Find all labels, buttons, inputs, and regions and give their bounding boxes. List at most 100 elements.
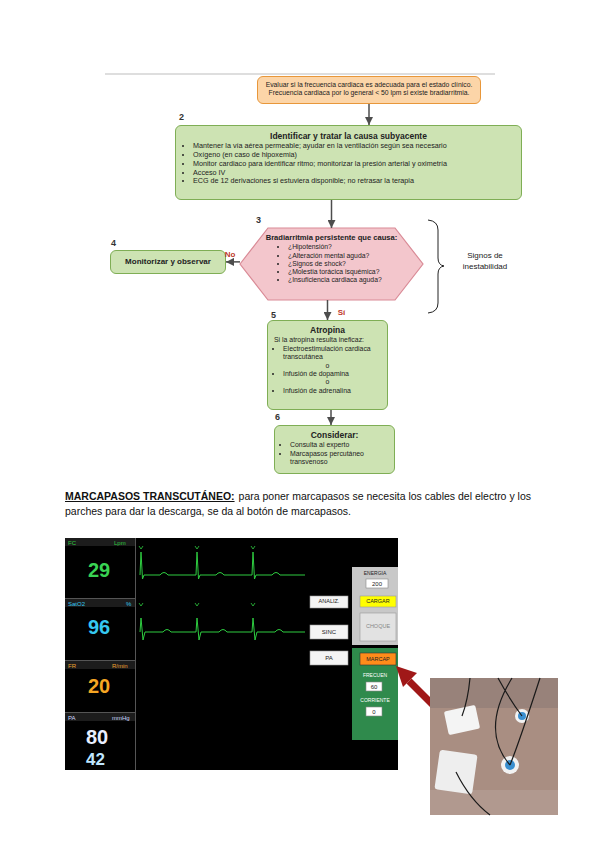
hexagon-shape [240,228,423,300]
flow-arrow [331,200,333,228]
box-heading: Atropina [274,325,381,335]
callout-number: 2 [179,113,184,122]
pacing-pad [444,705,480,735]
button-label: SINC [310,629,348,635]
box-content: Monitorizar y observar [111,251,225,273]
box-heading: Bradiarritmia persistente que causa: [264,233,399,242]
box-content: Evaluar si la frecuencia cardiaca es ade… [258,77,480,102]
bullet-item: Marcapasos percutáneo transvenoso [290,450,388,467]
section-heading: MARCAPASOS TRANSCUTÁNEO: [65,490,235,502]
vital-unit: % [126,601,131,607]
photo-shade [430,790,558,815]
monitor-button [310,596,348,608]
select-box [366,682,382,691]
process-box: AtropinaSi la atropina resulta ineficaz:… [267,320,388,410]
bullet-item: Oxígeno (en caso de hipoxemia) [193,151,513,160]
setting-value: 200 [366,581,388,587]
setting-label: FRECUEN [352,673,398,678]
pacer-button [360,653,396,665]
panel-header [65,713,135,721]
start-box: Evaluar si la frecuencia cardiaca es ade… [257,76,481,104]
connector-word: o [274,362,381,370]
edge-label: Sí [338,308,346,317]
callout-number: 4 [111,239,116,248]
ecg-trace [140,618,305,640]
shock-button [360,613,396,641]
button-label: ANALIZ. [310,599,348,605]
vital-label: SatO2 [68,601,85,607]
bracket [428,220,444,313]
monitor-screen [65,538,398,770]
panel-header [65,599,135,607]
box-text: Si la atropina resulta ineficaz: [274,336,381,344]
select-box [366,707,382,716]
box-content: Identificar y tratar la causa subyacente… [176,126,521,190]
vital-unit: R/min [112,663,128,669]
vital-label: FC [68,540,76,546]
setting-value: 60 [366,684,382,690]
connector-word: Evaluar si la frecuencia cardiaca es ade… [263,81,475,98]
bullet-item: Infusión de adrenalina [283,387,381,395]
process-box: Monitorizar y observar [110,250,226,274]
panel-divider [135,538,136,770]
bullet-item: Mantener la vía aérea permeable; ayudar … [193,142,513,151]
chest-photo [430,678,558,815]
vital-label: PA [68,715,76,721]
box-heading: Monitorizar y observar [115,257,221,267]
box-heading: Considerar: [281,430,388,440]
process-box: Identificar y tratar la causa subyacente… [175,125,522,200]
edge-label: No [225,249,236,258]
pacer-panel [352,648,398,740]
bullet-item: ¿Hipotensión? [288,243,399,251]
panel-header [65,538,135,546]
callout-number: 6 [275,413,280,422]
vital-unit: mmHg [112,715,130,721]
monitor-button [310,625,348,639]
callout-number: 5 [271,311,276,320]
monitor-button [310,651,348,665]
panel-divider [65,598,135,599]
button-label: CHOQUE [360,624,396,630]
vital-value: 42 [86,751,105,768]
bracket-note: Signos de inestabilidad [448,251,522,273]
bullet-item: Electroestimulación cardiaca transcutáne… [283,345,381,362]
bullet-item: ¿Alteración mental aguda? [288,252,399,260]
defib-panel [352,567,398,645]
decision-hexagon: Bradiarritmia persistente que causa:¿Hip… [240,228,423,300]
panel-divider [65,712,135,713]
lead-wire [456,678,540,815]
bullet-item: Acceso IV [193,169,513,178]
charge-button [360,596,396,607]
button-label: PA [310,655,348,661]
setting-value: 0 [366,709,382,715]
bullet-item: Infusión de dopamina [283,370,381,378]
setting-label: CORRIENTE [352,698,398,703]
button-label: CARGAR [360,599,396,605]
top-rule [105,73,495,74]
vital-value: 96 [88,617,110,637]
panel-divider [65,660,135,661]
ecg-trace [140,552,305,579]
panel-header [65,661,135,669]
setting-label: ENERGIA [352,571,398,576]
bullet-item: ECG de 12 derivaciones si estuviera disp… [193,177,513,186]
paragraph: MARCAPASOS TRANSCUTÁNEO:para poner marca… [65,489,547,519]
vital-value: 29 [88,560,110,580]
select-box [366,579,388,588]
flow-arrow [330,410,332,425]
connector-word: o [274,378,381,386]
bullet-item: ¿Molestia torácica isquémica? [288,268,399,276]
bullet-item: ¿Signos de shock? [288,260,399,268]
beat-marker [139,546,255,606]
pointer-arrowhead [396,666,417,687]
bullet-item: ¿Insuficiencia cardiaca aguda? [288,276,399,284]
box-heading: Identificar y tratar la causa subyacente [184,131,513,141]
vital-value: 20 [88,676,110,696]
bullet-item: Consulta al experto [290,441,388,449]
flow-arrow [226,261,240,263]
vital-unit: Lpm [114,540,126,546]
